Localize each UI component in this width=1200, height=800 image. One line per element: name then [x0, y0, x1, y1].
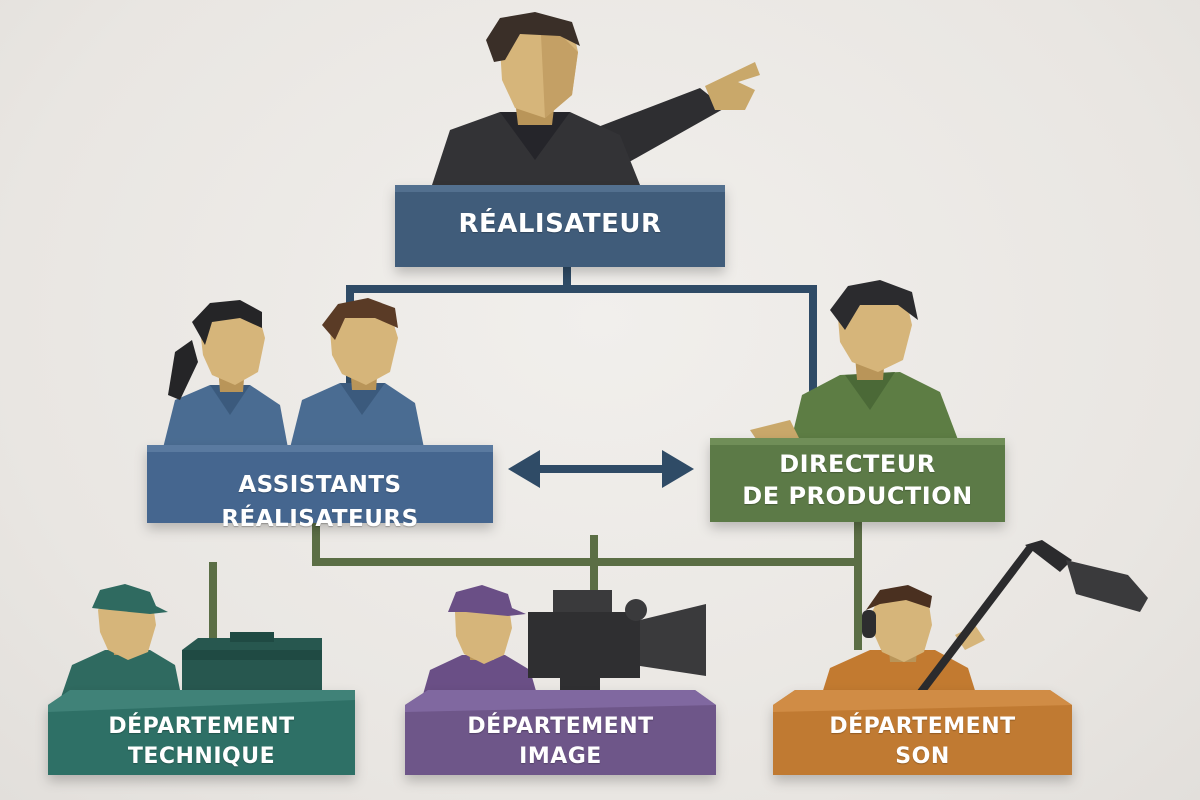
block-image	[405, 690, 716, 775]
assistant-figure	[163, 300, 288, 448]
label-directeur: DIRECTEUR DE PRODUCTION	[710, 448, 1005, 512]
block-assistants	[147, 445, 493, 523]
label-line: TECHNIQUE	[127, 744, 276, 769]
film-camera-icon	[528, 590, 706, 718]
camera-operator-figure	[420, 585, 540, 705]
block-technique	[48, 690, 355, 775]
label-line: DÉPARTEMENT	[829, 714, 1016, 739]
label-line: IMAGE	[519, 744, 602, 769]
label-realisateur: RÉALISATEUR	[395, 207, 725, 241]
label-assistants: ASSISTANTS RÉALISATEURS	[147, 468, 493, 536]
label-son: DÉPARTEMENT SON	[773, 712, 1072, 772]
label-line: DIRECTEUR	[779, 450, 936, 478]
producer-figure	[750, 280, 960, 445]
boom-microphone-icon	[908, 540, 1148, 707]
block-realisateur	[395, 185, 725, 267]
label-line: ASSISTANTS RÉALISATEURS	[221, 472, 419, 532]
label-line: SON	[895, 744, 950, 769]
technician-figure	[60, 584, 182, 700]
toolbox-icon	[182, 632, 322, 702]
connector-director-to-producer	[567, 285, 817, 400]
label-image: DÉPARTEMENT IMAGE	[405, 712, 716, 772]
label-line: DE PRODUCTION	[742, 482, 973, 510]
label-line: RÉALISATEUR	[458, 209, 662, 239]
assistant-figure	[290, 298, 424, 448]
label-line: DÉPARTEMENT	[467, 714, 654, 739]
label-line: DÉPARTEMENT	[108, 714, 295, 739]
block-son	[773, 690, 1072, 775]
label-technique: DÉPARTEMENT TECHNIQUE	[48, 712, 355, 772]
block-directeur	[710, 438, 1005, 522]
connector-departments	[312, 520, 858, 566]
double-arrow-icon	[508, 450, 694, 488]
pointing-director-figure	[432, 12, 760, 185]
